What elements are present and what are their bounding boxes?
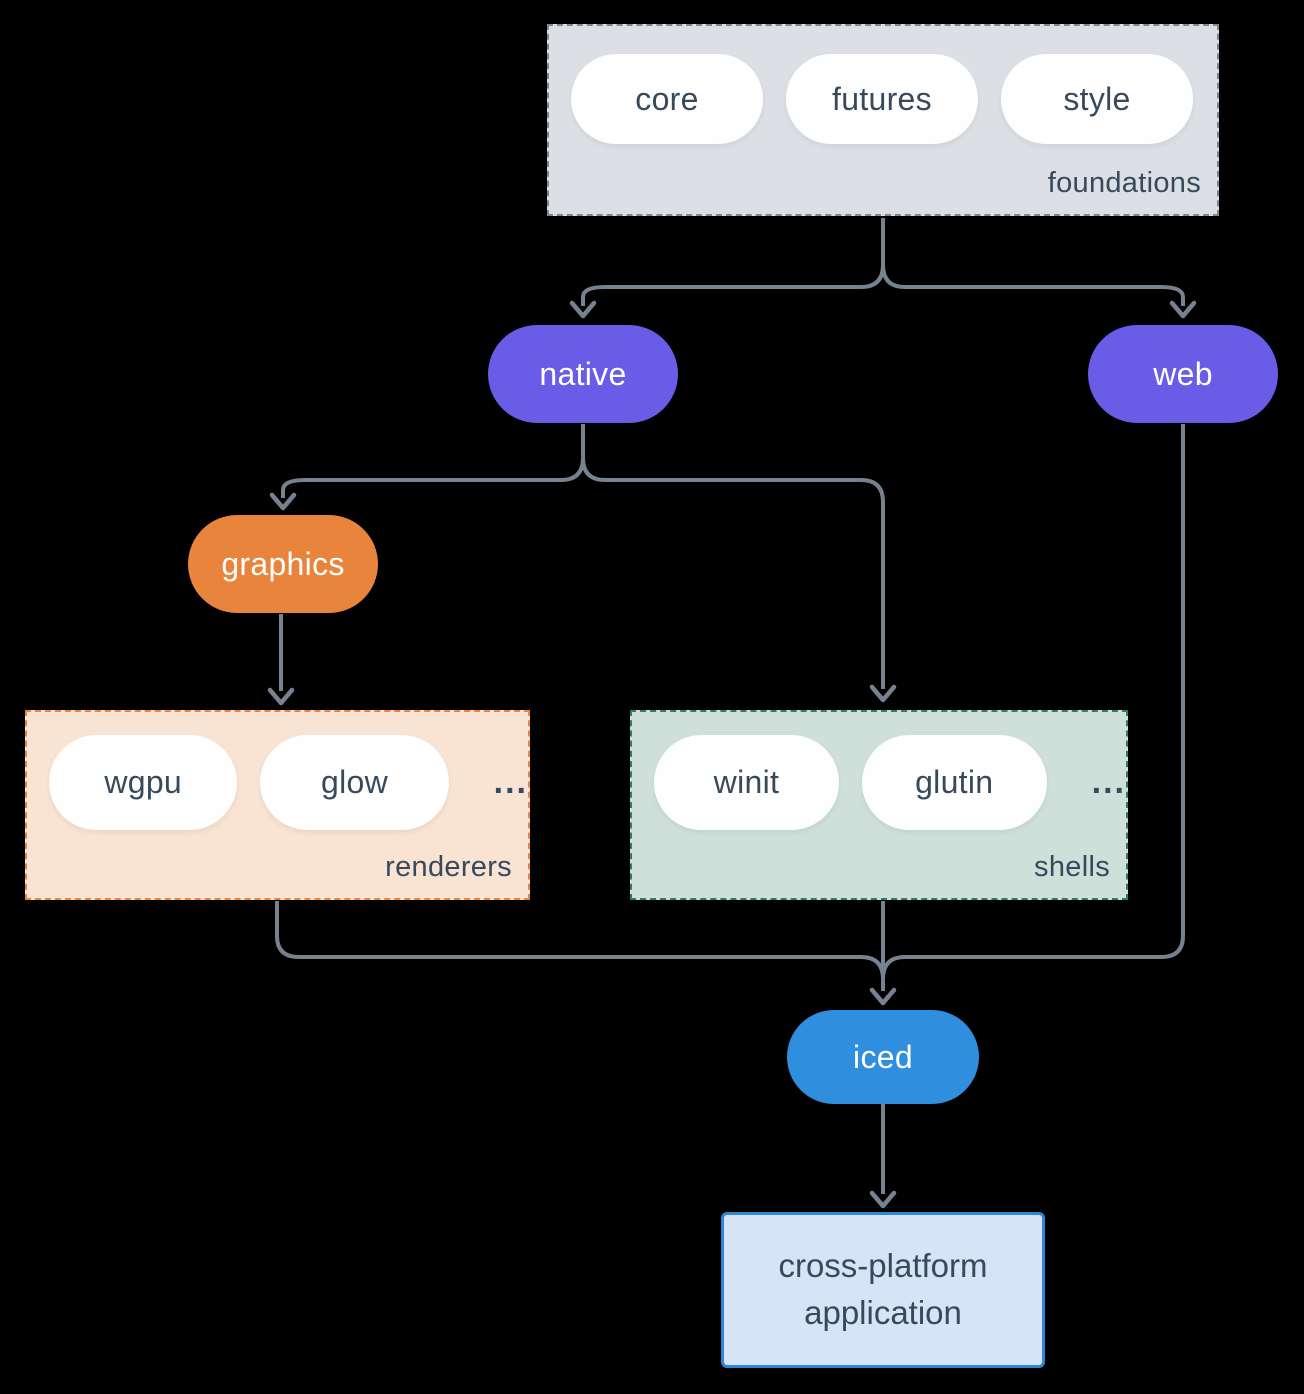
renderers-ellipsis: ...	[493, 763, 528, 801]
shells-box: winit glutin ... shells	[630, 710, 1128, 900]
renderers-label: renderers	[385, 851, 512, 883]
edge-native-graphics	[281, 424, 585, 498]
node-winit: winit	[654, 735, 839, 830]
node-style: style	[1001, 54, 1193, 144]
arrowhead-iced	[869, 987, 897, 1006]
shells-pill-row: winit glutin ...	[632, 712, 1126, 830]
arrowhead-renderers	[267, 687, 295, 706]
shells-label: shells	[1034, 851, 1110, 883]
node-wgpu: wgpu	[49, 735, 238, 830]
edge-renderers-iced	[275, 901, 885, 980]
arrowhead-web	[1169, 300, 1197, 319]
node-iced: iced	[787, 1010, 979, 1104]
node-winit-label: winit	[713, 764, 780, 800]
node-cross-platform-application: cross-platform application	[721, 1212, 1045, 1368]
node-web-label: web	[1153, 355, 1213, 392]
edge-web-iced	[881, 424, 1185, 980]
node-glutin: glutin	[861, 735, 1047, 830]
renderers-pill-row: wgpu glow ...	[27, 712, 528, 830]
node-native-label: native	[539, 355, 627, 392]
node-graphics: graphics	[188, 515, 378, 613]
node-core-label: core	[635, 80, 699, 117]
node-futures: futures	[786, 54, 978, 144]
foundations-label: foundations	[1047, 167, 1201, 199]
node-web: web	[1088, 325, 1278, 423]
arrowhead-native	[569, 300, 597, 319]
foundations-pill-row: core futures style	[549, 26, 1217, 144]
node-glutin-label: glutin	[915, 764, 994, 800]
edge-foundations-web	[881, 218, 1185, 306]
node-graphics-label: graphics	[221, 545, 345, 582]
edge-native-shells	[581, 424, 885, 689]
arrowhead-shells	[869, 684, 897, 703]
node-iced-label: iced	[853, 1038, 913, 1075]
node-app-label: cross-platform application	[778, 1247, 988, 1331]
arrowhead-app	[869, 1190, 897, 1209]
foundations-box: core futures style foundations	[547, 24, 1219, 216]
node-native: native	[488, 325, 678, 423]
arrowhead-graphics	[269, 492, 297, 511]
node-glow: glow	[260, 735, 449, 830]
node-futures-label: futures	[832, 80, 932, 117]
node-core: core	[571, 54, 763, 144]
node-glow-label: glow	[320, 764, 388, 800]
shells-ellipsis: ...	[1091, 763, 1126, 801]
renderers-box: wgpu glow ... renderers	[25, 710, 530, 900]
node-style-label: style	[1063, 80, 1131, 117]
node-wgpu-label: wgpu	[104, 764, 183, 800]
edge-foundations-native	[581, 218, 885, 306]
